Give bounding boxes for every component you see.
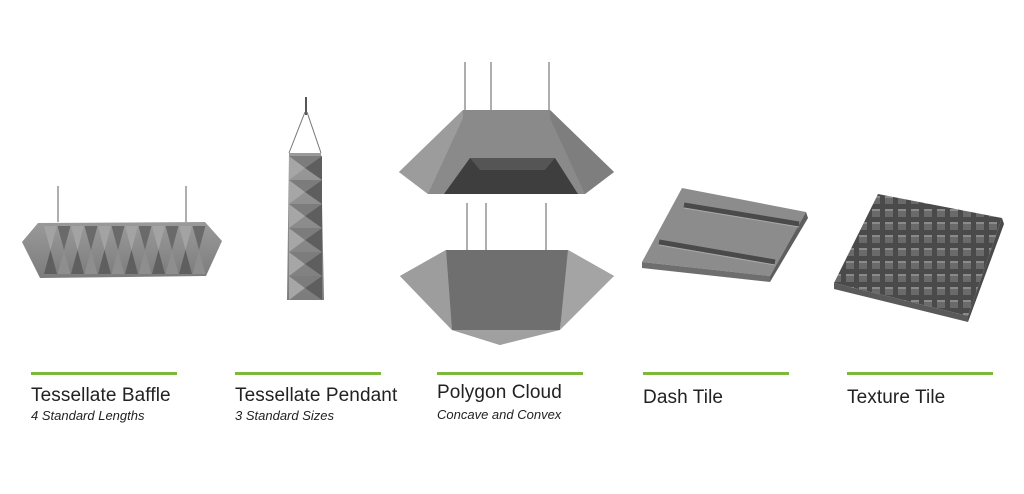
product-polygon-cloud[interactable]: Polygon Cloud Concave and Convex	[437, 372, 583, 422]
accent-bar	[847, 372, 993, 375]
tessellate-pendant-image	[287, 97, 324, 300]
product-name: Texture Tile	[847, 387, 946, 408]
product-tessellate-pendant[interactable]: Tessellate Pendant 3 Standard Sizes	[235, 372, 397, 423]
product-subtitle: 3 Standard Sizes	[235, 408, 335, 423]
product-name: Tessellate Pendant	[235, 385, 398, 406]
product-subtitle: Concave and Convex	[437, 407, 562, 422]
product-tessellate-baffle[interactable]: Tessellate Baffle 4 Standard Lengths	[31, 372, 177, 423]
product-dash-tile[interactable]: Dash Tile	[643, 372, 789, 409]
product-name: Tessellate Baffle	[31, 385, 171, 406]
texture-tile-image	[834, 194, 1004, 322]
product-name: Polygon Cloud	[437, 382, 562, 403]
product-name: Dash Tile	[643, 387, 724, 408]
accent-bar	[643, 372, 789, 375]
product-subtitle: 4 Standard Lengths	[31, 408, 145, 423]
product-texture-tile[interactable]: Texture Tile	[847, 372, 993, 409]
accent-bar	[437, 372, 583, 375]
tessellate-baffle-image	[22, 186, 222, 278]
polygon-cloud-convex-image	[400, 203, 614, 345]
accent-bar	[31, 372, 177, 375]
dash-tile-image	[642, 188, 808, 282]
polygon-cloud-concave-image	[399, 62, 614, 194]
accent-bar	[235, 372, 381, 375]
